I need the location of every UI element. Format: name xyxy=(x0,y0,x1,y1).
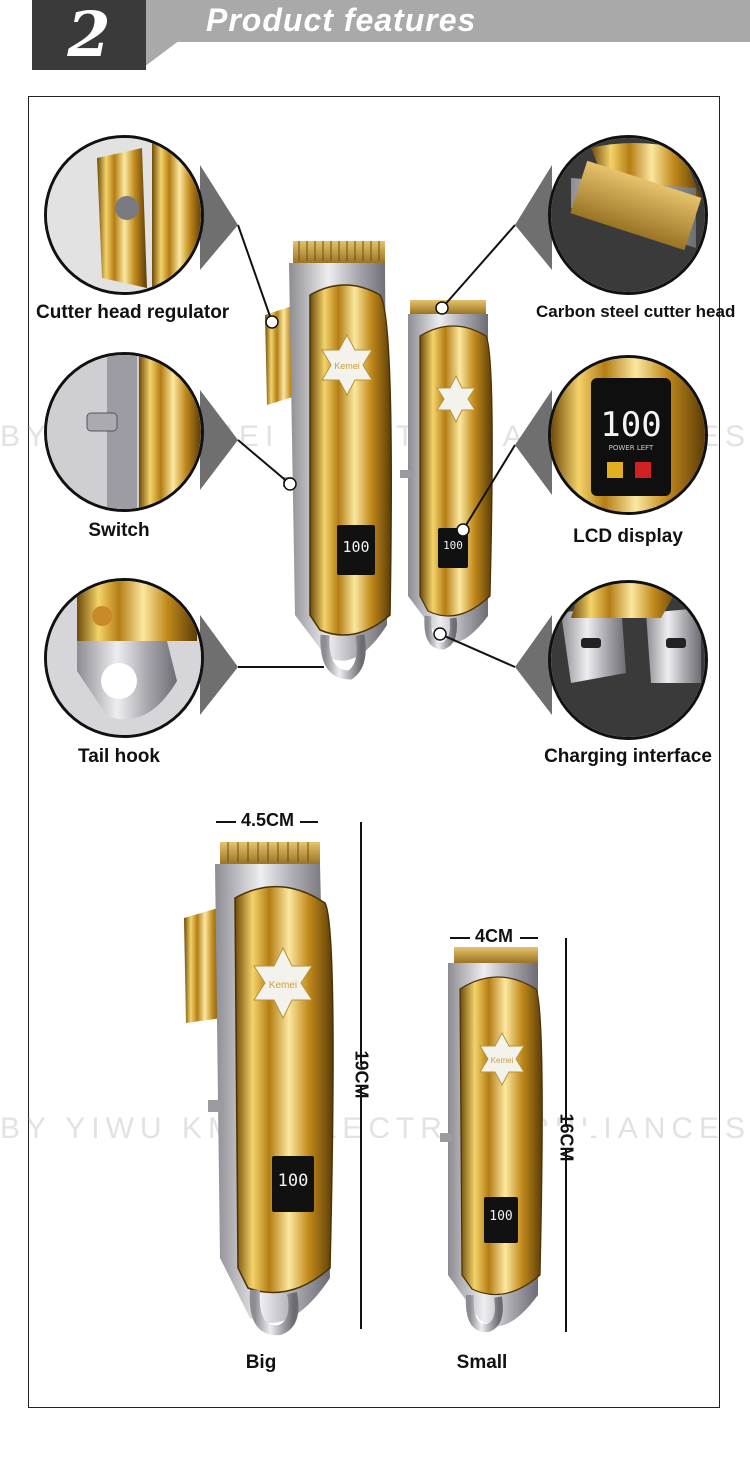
callout-leader-lines xyxy=(200,165,552,715)
big-label: Big xyxy=(245,1352,277,1373)
tail-hook-closeup xyxy=(44,578,204,738)
small-width-label: 4CM xyxy=(475,926,514,946)
big-width-label: 4.5CM xyxy=(241,810,295,830)
small-clipper-logo xyxy=(436,374,476,424)
lcd-display-closeup: 100 POWER LEFT xyxy=(548,355,708,515)
header-band xyxy=(146,0,750,40)
label-tail-hook: Tail hook xyxy=(78,746,160,767)
small-width-tick-left xyxy=(450,937,470,939)
label-cutter-head-regulator: Cutter head regulator xyxy=(36,302,230,323)
switch-closeup xyxy=(44,352,204,512)
small-size-clipper-brand: Kemei xyxy=(491,1056,514,1065)
big-size-clipper-lcd: 100 xyxy=(278,1171,309,1191)
label-carbon-steel-cutter-head: Carbon steel cutter head xyxy=(536,302,736,321)
small-width-tick-right xyxy=(520,937,538,939)
small-clipper-lcd xyxy=(438,528,468,568)
big-width-tick-right xyxy=(300,821,318,823)
big-clipper-brand: Kemei xyxy=(334,361,360,371)
big-size-clipper-body xyxy=(234,885,334,1294)
cutter-head-regulator-closeup xyxy=(44,135,204,295)
closeup-lcd-value: 100 xyxy=(600,405,661,445)
small-clipper-tail-hook xyxy=(424,615,457,650)
big-clipper-logo xyxy=(321,333,373,397)
section-title: Product features xyxy=(206,2,477,38)
big-clipper-size-image: Kemei 100 xyxy=(184,842,334,1336)
label-charging-interface: Charging interface xyxy=(544,746,712,767)
label-switch: Switch xyxy=(88,520,150,541)
charging-interface-closeup xyxy=(548,580,708,740)
closeup-lcd-caption: POWER LEFT xyxy=(609,444,654,452)
section-header: 2 Product features xyxy=(0,0,750,70)
header-band-slant xyxy=(140,40,180,70)
big-clipper-lcd xyxy=(337,525,375,575)
watermark-bottom: BY YIWU KMEI ELECTRIC APPLIANCES CO., LT… xyxy=(0,1112,750,1145)
big-height-label: 19CM xyxy=(351,1050,372,1099)
label-lcd-display: LCD display xyxy=(573,526,683,547)
big-clipper-lcd-value: 100 xyxy=(342,538,369,556)
small-clipper-switch xyxy=(400,470,412,478)
small-clipper-size-image: Kemei 100 xyxy=(440,947,543,1333)
carbon-steel-cutter-head-closeup xyxy=(548,135,708,295)
small-clipper-image: 100 xyxy=(400,300,493,650)
section-number: 2 xyxy=(32,0,146,70)
small-label: Small xyxy=(456,1352,508,1373)
big-size-clipper-brand: Kemei xyxy=(269,980,297,991)
small-size-clipper-lcd: 100 xyxy=(489,1209,512,1224)
content-frame xyxy=(28,96,720,1408)
big-clipper-tail-hook xyxy=(320,634,366,680)
big-width-tick-left xyxy=(216,821,236,823)
small-height-label: 16CM xyxy=(556,1113,577,1162)
big-clipper-image: Kemei 100 xyxy=(265,241,392,680)
header-underline xyxy=(170,40,750,42)
small-clipper-lcd-value: 100 xyxy=(443,539,463,552)
small-size-clipper-body xyxy=(459,976,543,1296)
